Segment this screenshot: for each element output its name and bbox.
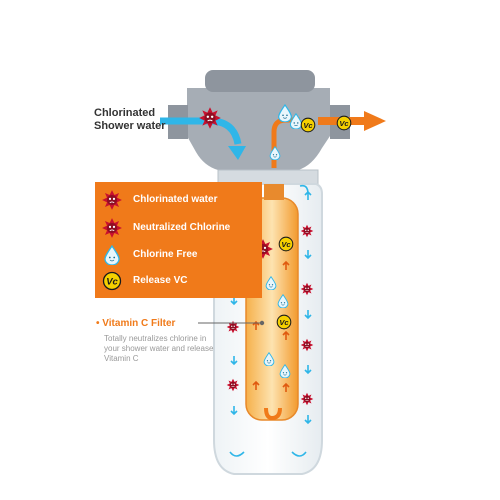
water-drop-icon [104, 245, 120, 265]
cartridge-vitamin-c-icon [276, 314, 292, 330]
cartridge-top-cap [264, 184, 284, 200]
filter-title: • Vitamin C Filter [96, 318, 176, 329]
inlet-label-line2: Shower water [94, 120, 166, 132]
legend-label-chlorinated: Chlorinated water [133, 194, 218, 205]
vitamin-c-icon [102, 271, 122, 291]
inlet-label: Chlorinated Shower water [94, 107, 166, 133]
legend-label-release-vc: Release VC [133, 275, 188, 286]
filter-leader-dot [259, 320, 265, 326]
annulus-germ-icon [300, 282, 314, 296]
neutralized-chlorine-icon [101, 217, 123, 239]
outlet-vitamin-c-icon [336, 115, 352, 131]
cartridge-vitamin-c-icon [278, 236, 294, 252]
head-connector [205, 70, 315, 92]
legend-label-neutralized: Neutralized Chlorine [133, 222, 231, 233]
inlet-label-line1: Chlorinated [94, 107, 156, 119]
annulus-germ-icon [300, 338, 314, 352]
filter-description: Totally neutralizes chlorine in your sho… [104, 334, 214, 363]
annulus-germ-icon [300, 392, 314, 406]
inlet-germ-icon [198, 106, 222, 130]
filter-title-text: Vitamin C Filter [102, 318, 176, 329]
annulus-germ-icon [300, 224, 314, 238]
annulus-germ-icon [226, 378, 240, 392]
chlorine-germ-icon [101, 189, 123, 211]
legend-label-chlorine-free: Chlorine Free [133, 249, 198, 260]
cartridge-core-flow [264, 407, 282, 421]
head-vitamin-c-icon [300, 117, 316, 133]
filter-head [187, 88, 330, 170]
legend-panel: Chlorinated water Neutralized Chlorine C… [95, 182, 262, 298]
